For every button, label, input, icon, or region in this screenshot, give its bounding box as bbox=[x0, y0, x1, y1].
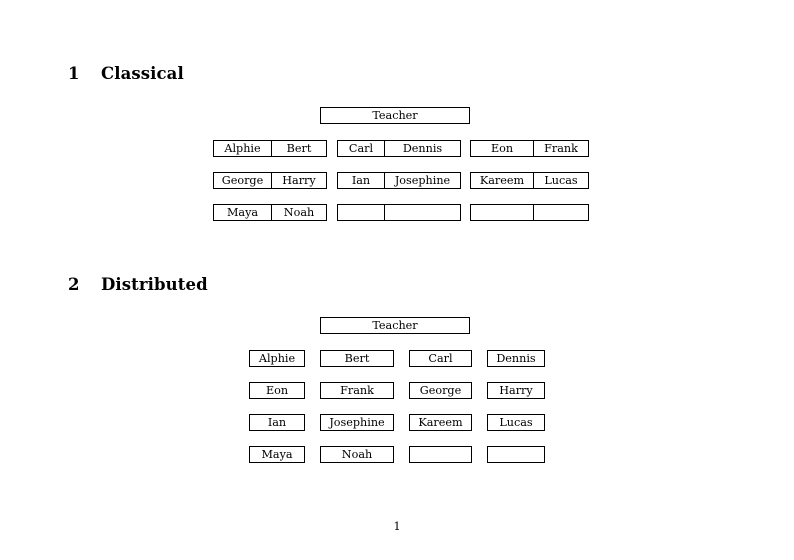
classical-group-middle-row-1: Carl Dennis bbox=[337, 140, 461, 157]
distributed-box-r3c4: Lucas bbox=[487, 414, 545, 431]
table-row: Teacher bbox=[320, 317, 470, 334]
distributed-box-r4c1: Maya bbox=[249, 446, 305, 463]
distributed-box-r2c3: George bbox=[409, 382, 472, 399]
table-row bbox=[409, 446, 472, 463]
student-cell: Harry bbox=[487, 382, 545, 399]
page-number: 1 bbox=[393, 520, 401, 533]
table-row: Alphie bbox=[249, 350, 305, 367]
table-row: Lucas bbox=[487, 414, 545, 431]
distributed-box-r1c4: Dennis bbox=[487, 350, 545, 367]
student-cell: Bert bbox=[271, 140, 327, 157]
table-row: Maya Noah bbox=[213, 204, 327, 221]
student-cell-empty bbox=[409, 446, 472, 463]
table-row: Eon bbox=[249, 382, 305, 399]
teacher-box-classical: Teacher bbox=[320, 107, 470, 124]
student-cell: Noah bbox=[320, 446, 394, 463]
table-row: Carl Dennis bbox=[337, 140, 461, 157]
table-row: George Harry bbox=[213, 172, 327, 189]
section-heading-classical: 1 Classical bbox=[68, 64, 184, 83]
classical-group-right-row-1: Eon Frank bbox=[470, 140, 589, 157]
section-title: Distributed bbox=[101, 275, 208, 294]
student-cell: Maya bbox=[249, 446, 305, 463]
distributed-box-r2c1: Eon bbox=[249, 382, 305, 399]
distributed-box-r4c3 bbox=[409, 446, 472, 463]
distributed-box-r3c3: Kareem bbox=[409, 414, 472, 431]
table-row bbox=[470, 204, 589, 221]
classical-group-right-row-2: Kareem Lucas bbox=[470, 172, 589, 189]
classical-group-middle-row-2: Ian Josephine bbox=[337, 172, 461, 189]
table-row: Dennis bbox=[487, 350, 545, 367]
section-title: Classical bbox=[101, 64, 184, 83]
student-cell: Ian bbox=[337, 172, 385, 189]
section-number: 1 bbox=[68, 64, 80, 83]
student-cell-empty bbox=[470, 204, 534, 221]
student-cell: Dennis bbox=[384, 140, 461, 157]
distributed-box-r1c1: Alphie bbox=[249, 350, 305, 367]
student-cell: Carl bbox=[337, 140, 385, 157]
student-cell: Lucas bbox=[487, 414, 545, 431]
distributed-box-r3c1: Ian bbox=[249, 414, 305, 431]
distributed-box-r4c2: Noah bbox=[320, 446, 394, 463]
student-cell: Bert bbox=[320, 350, 394, 367]
distributed-box-r3c2: Josephine bbox=[320, 414, 394, 431]
table-row: Carl bbox=[409, 350, 472, 367]
student-cell: Noah bbox=[271, 204, 327, 221]
student-cell: Alphie bbox=[249, 350, 305, 367]
distributed-box-r1c2: Bert bbox=[320, 350, 394, 367]
table-row: Ian bbox=[249, 414, 305, 431]
table-row: Ian Josephine bbox=[337, 172, 461, 189]
table-row: Teacher bbox=[320, 107, 470, 124]
student-cell: Josephine bbox=[320, 414, 394, 431]
student-cell: Frank bbox=[533, 140, 589, 157]
student-cell: George bbox=[213, 172, 272, 189]
student-cell: Harry bbox=[271, 172, 327, 189]
section-number: 2 bbox=[68, 275, 80, 294]
teacher-cell: Teacher bbox=[320, 317, 470, 334]
table-row: Alphie Bert bbox=[213, 140, 327, 157]
table-row: Eon Frank bbox=[470, 140, 589, 157]
table-row: Maya bbox=[249, 446, 305, 463]
classical-group-right-row-3 bbox=[470, 204, 589, 221]
student-cell-empty bbox=[384, 204, 461, 221]
student-cell: Josephine bbox=[384, 172, 461, 189]
classical-group-middle-row-3 bbox=[337, 204, 461, 221]
table-row: Bert bbox=[320, 350, 394, 367]
distributed-box-r1c3: Carl bbox=[409, 350, 472, 367]
table-row: Kareem Lucas bbox=[470, 172, 589, 189]
student-cell-empty bbox=[337, 204, 385, 221]
table-row: Harry bbox=[487, 382, 545, 399]
distributed-box-r4c4 bbox=[487, 446, 545, 463]
student-cell: Dennis bbox=[487, 350, 545, 367]
student-cell: Eon bbox=[470, 140, 534, 157]
student-cell: Frank bbox=[320, 382, 394, 399]
table-row: George bbox=[409, 382, 472, 399]
student-cell: Alphie bbox=[213, 140, 272, 157]
table-row: Kareem bbox=[409, 414, 472, 431]
teacher-box-distributed: Teacher bbox=[320, 317, 470, 334]
student-cell: Lucas bbox=[533, 172, 589, 189]
student-cell: Carl bbox=[409, 350, 472, 367]
student-cell: Kareem bbox=[409, 414, 472, 431]
student-cell: Kareem bbox=[470, 172, 534, 189]
classical-group-left-row-1: Alphie Bert bbox=[213, 140, 327, 157]
student-cell: Ian bbox=[249, 414, 305, 431]
classical-group-left-row-3: Maya Noah bbox=[213, 204, 327, 221]
table-row: Noah bbox=[320, 446, 394, 463]
table-row: Frank bbox=[320, 382, 394, 399]
classical-group-left-row-2: George Harry bbox=[213, 172, 327, 189]
student-cell: George bbox=[409, 382, 472, 399]
section-heading-distributed: 2 Distributed bbox=[68, 275, 208, 294]
distributed-box-r2c4: Harry bbox=[487, 382, 545, 399]
student-cell-empty bbox=[487, 446, 545, 463]
table-row: Josephine bbox=[320, 414, 394, 431]
distributed-box-r2c2: Frank bbox=[320, 382, 394, 399]
student-cell: Maya bbox=[213, 204, 272, 221]
teacher-cell: Teacher bbox=[320, 107, 470, 124]
student-cell: Eon bbox=[249, 382, 305, 399]
student-cell-empty bbox=[533, 204, 589, 221]
table-row bbox=[337, 204, 461, 221]
table-row bbox=[487, 446, 545, 463]
